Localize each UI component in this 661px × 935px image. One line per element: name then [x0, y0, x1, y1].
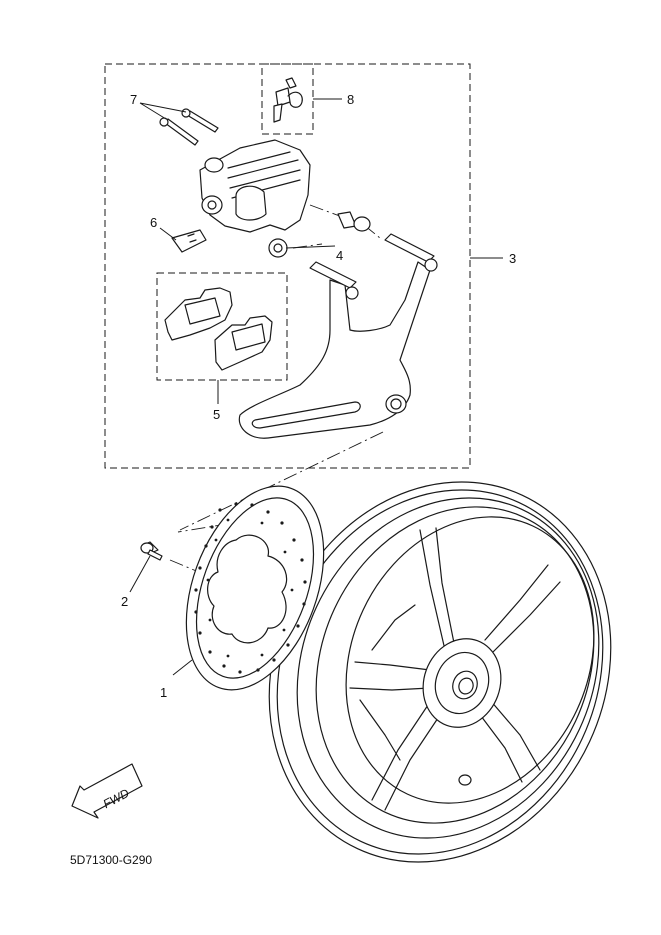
caliper-sleeve	[268, 211, 371, 258]
forward-arrow-icon: FWD	[71, 763, 143, 819]
brake-pad-box	[156, 272, 288, 381]
brake-pads	[164, 287, 273, 371]
rear-wheel	[268, 481, 612, 863]
caliper-body	[199, 139, 311, 233]
callout-8: 8	[347, 92, 354, 107]
bleed-screw-box	[261, 63, 314, 135]
callout-4: 4	[336, 248, 343, 263]
drawing-code: 5D71300-G290	[70, 853, 152, 867]
callout-5: 5	[213, 407, 220, 422]
callout-2: 2	[121, 594, 128, 609]
callout-6: 6	[150, 215, 157, 230]
callout-1: 1	[160, 685, 167, 700]
callout-7: 7	[130, 92, 137, 107]
caliper-pins	[159, 108, 219, 146]
leader-lines	[129, 98, 503, 676]
pad-spring	[171, 229, 207, 253]
disc-bolt	[140, 541, 163, 561]
caliper-bracket	[238, 233, 438, 439]
bleed-screw	[273, 77, 303, 123]
callout-3: 3	[509, 251, 516, 266]
brake-disc	[185, 485, 325, 691]
